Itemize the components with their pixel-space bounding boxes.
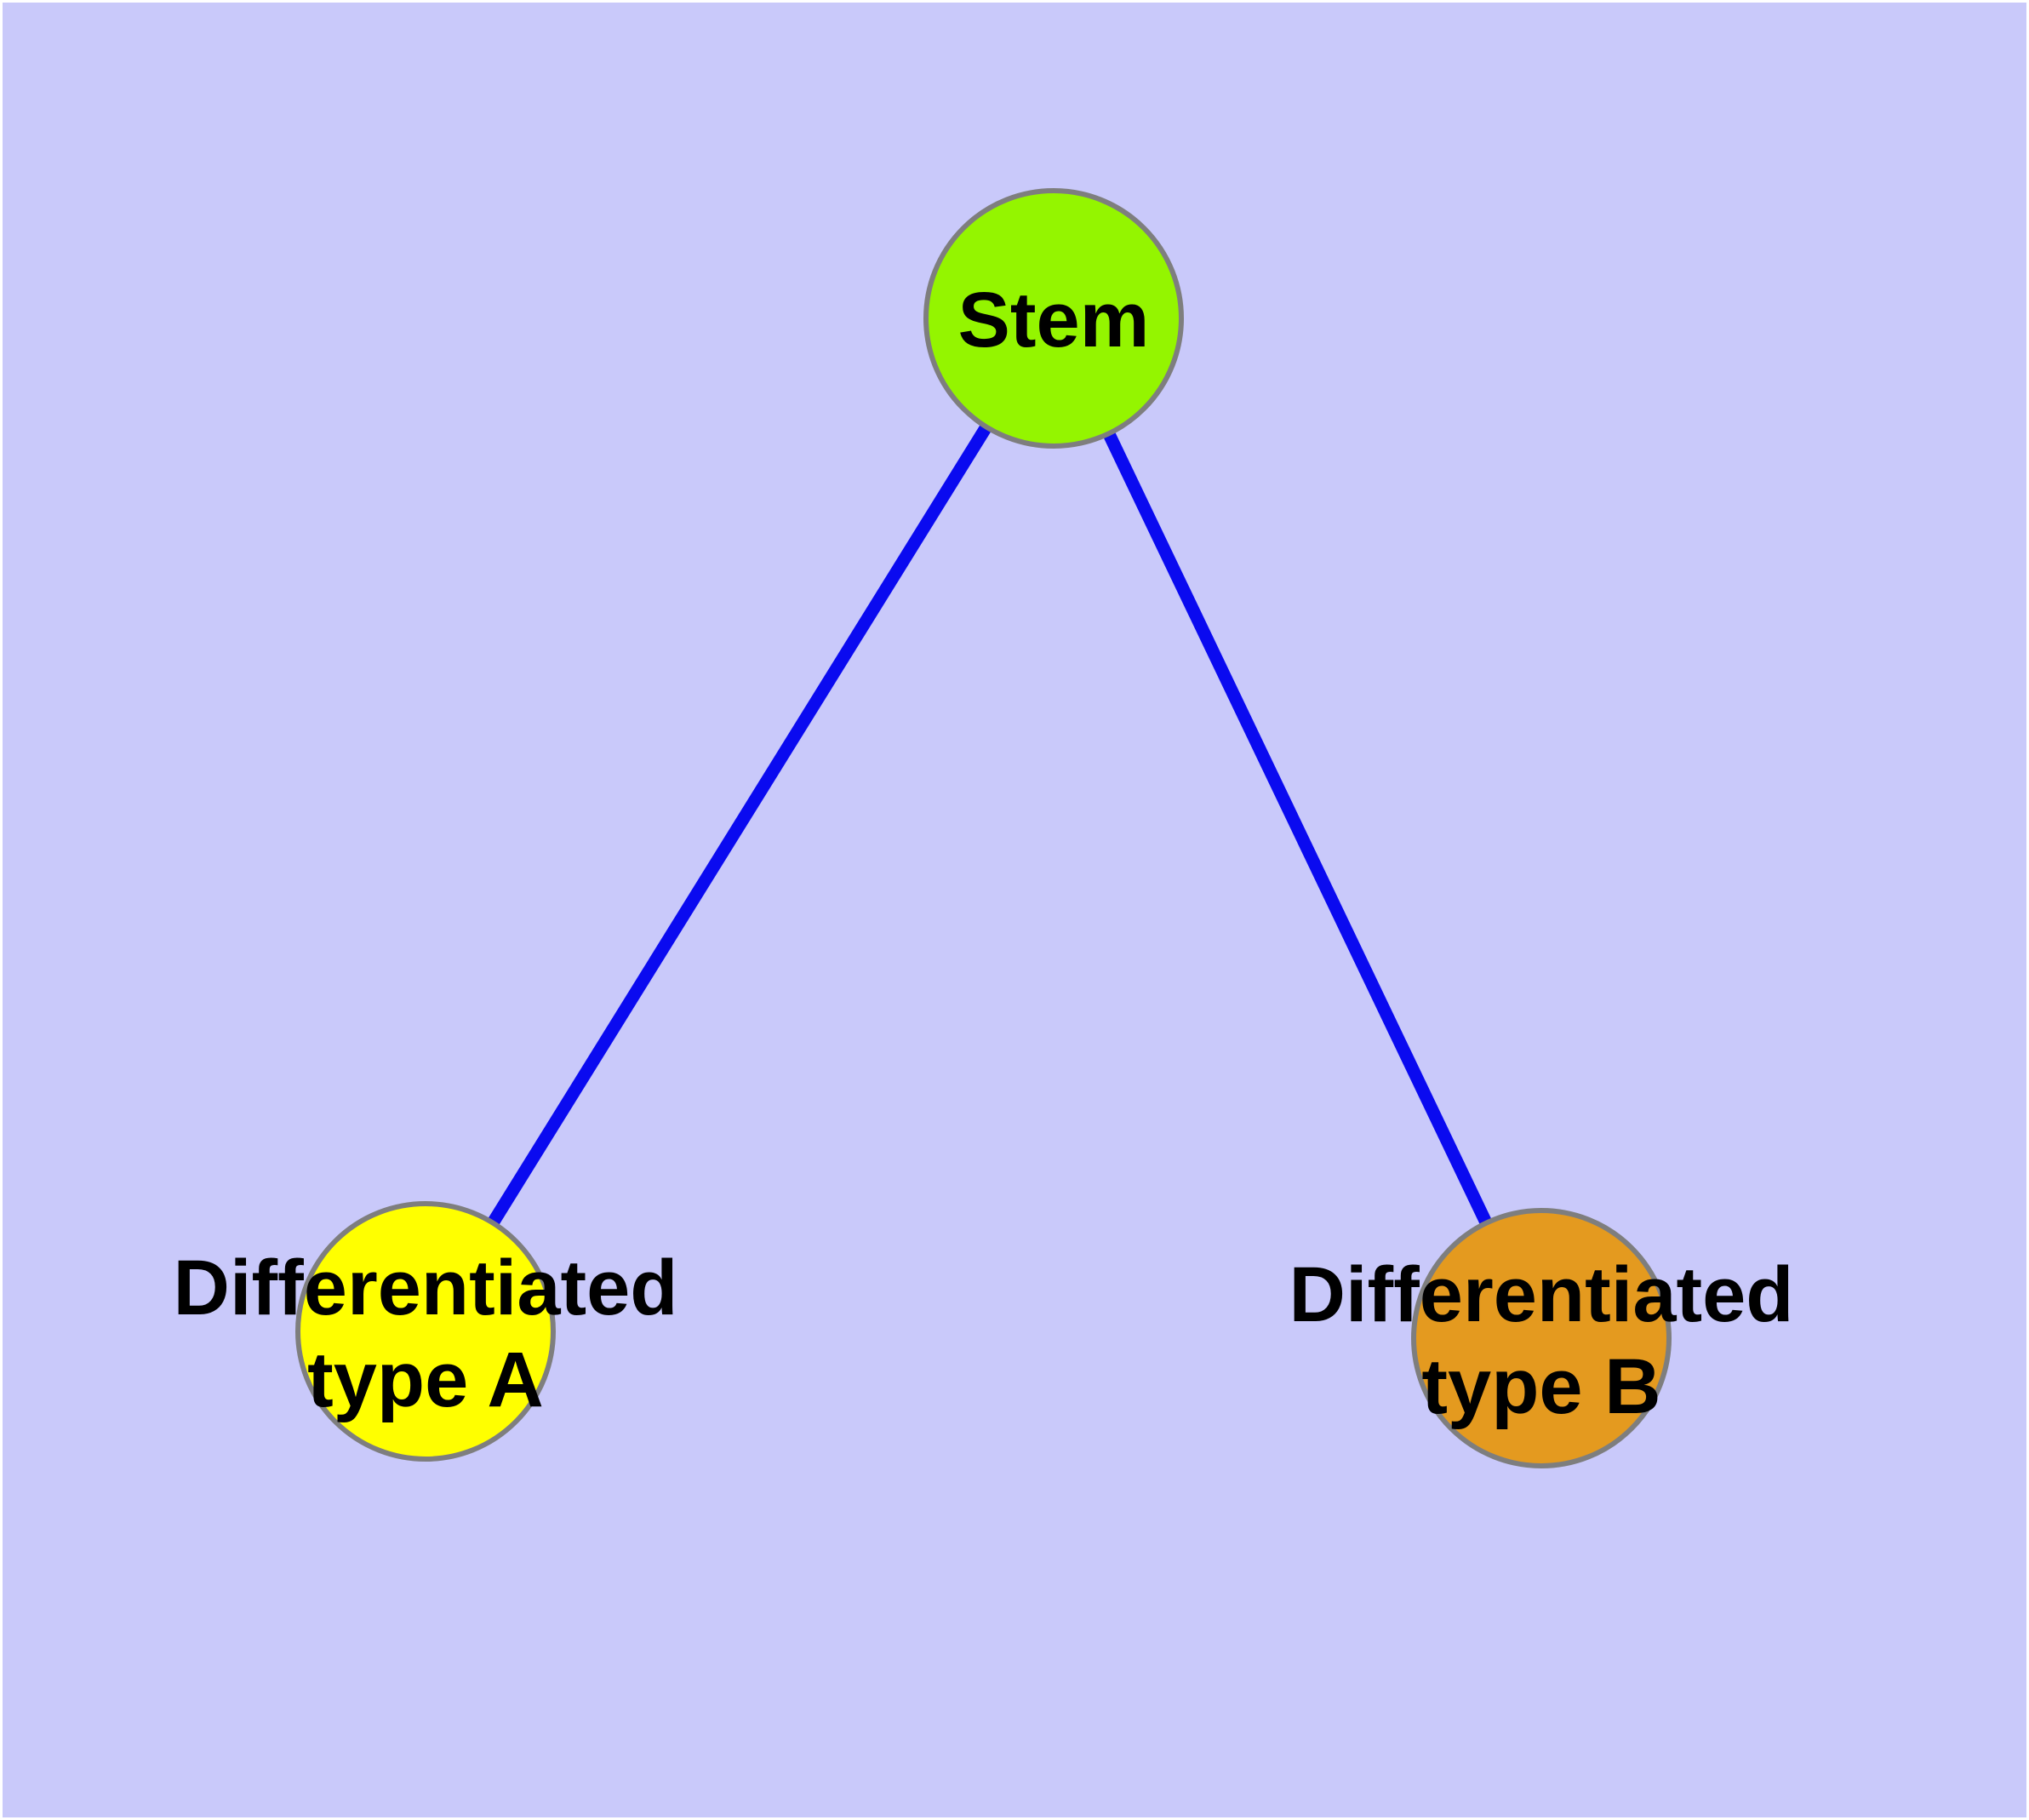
type-b-node-label-line1: Differentiated: [1289, 1251, 1794, 1338]
type-b-node: Differentiated type B: [1289, 1208, 1794, 1468]
stem-node: Stem: [923, 188, 1184, 449]
type-a-node-label-line1: Differentiated: [174, 1245, 678, 1331]
stem-node-circle: [923, 188, 1184, 449]
type-b-node-circle: [1411, 1208, 1672, 1468]
stem-node-label: Stem: [958, 277, 1150, 363]
edge-stem-to-type-b: [1048, 315, 1547, 1342]
edge-stem-to-type-a: [420, 315, 1060, 1335]
type-a-node-circle: [295, 1201, 556, 1462]
type-a-node: Differentiated type A: [174, 1201, 678, 1462]
type-a-node-label-line2: type A: [307, 1336, 544, 1423]
type-b-node-label-line2: type B: [1421, 1343, 1660, 1430]
